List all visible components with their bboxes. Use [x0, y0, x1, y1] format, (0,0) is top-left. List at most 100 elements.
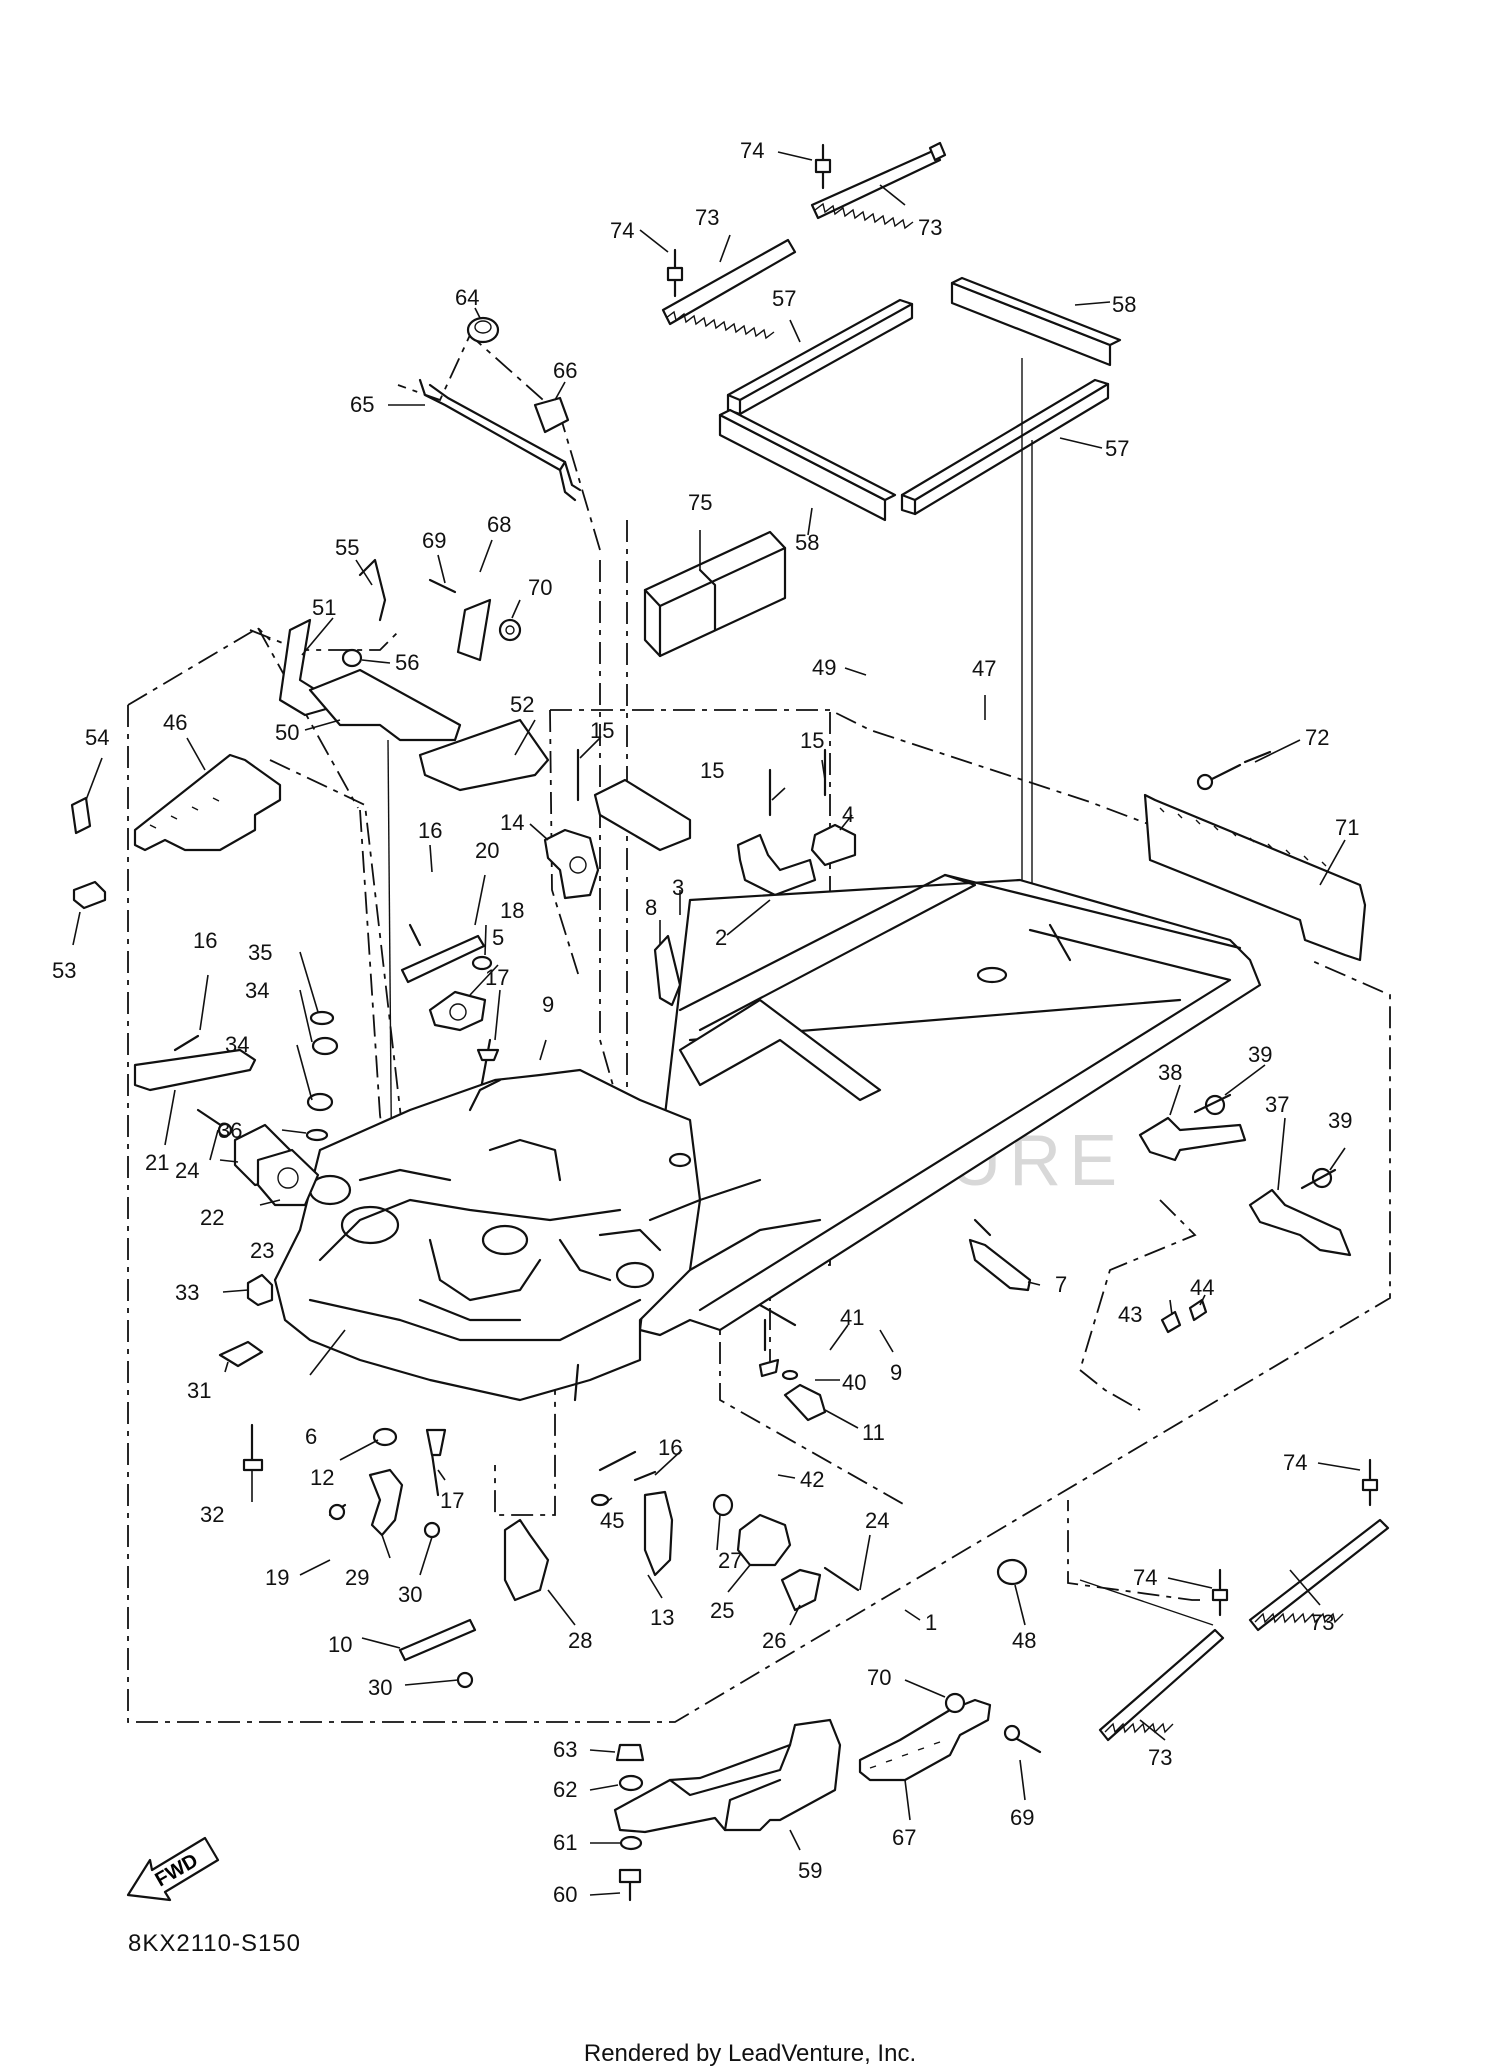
stabilizer-rod: [418, 316, 582, 502]
callout-73: 73: [695, 205, 719, 230]
callout-26: 26: [762, 1628, 786, 1653]
callout-61: 61: [553, 1830, 577, 1855]
callout-70: 70: [867, 1665, 891, 1690]
callout-73: 73: [1310, 1610, 1334, 1635]
callout-40: 40: [842, 1370, 866, 1395]
callout-47: 47: [972, 656, 996, 681]
top-slide-strips: [661, 141, 947, 340]
callout-69: 69: [1010, 1805, 1034, 1830]
right-mounts: [968, 1093, 1352, 1334]
callout-17: 17: [440, 1488, 464, 1513]
callout-69: 69: [422, 528, 446, 553]
callout-64: 64: [455, 285, 479, 310]
bottom-components: [613, 1692, 1042, 1902]
callout-21: 21: [145, 1150, 169, 1175]
lower-fasteners: [328, 1303, 1028, 1689]
callout-2: 2: [715, 925, 727, 950]
callout-1: 1: [925, 1610, 937, 1635]
callout-74: 74: [1133, 1565, 1157, 1590]
callout-28: 28: [568, 1628, 592, 1653]
callout-12: 12: [310, 1465, 334, 1490]
callout-37: 37: [1265, 1092, 1289, 1117]
callout-3: 3: [672, 875, 684, 900]
callout-60: 60: [553, 1882, 577, 1907]
small-brackets: [173, 923, 682, 1107]
callout-48: 48: [1012, 1628, 1036, 1653]
callout-74: 74: [740, 138, 764, 163]
callout-66: 66: [553, 358, 577, 383]
callout-17: 17: [485, 965, 509, 990]
callout-43: 43: [1118, 1302, 1142, 1327]
callout-15: 15: [700, 758, 724, 783]
callout-24: 24: [175, 1158, 199, 1183]
callout-57: 57: [772, 286, 796, 311]
callout-36: 36: [218, 1118, 242, 1143]
callout-55: 55: [335, 535, 359, 560]
callout-33: 33: [175, 1280, 199, 1305]
callout-57: 57: [1105, 436, 1129, 461]
left-small-parts: [196, 1108, 320, 1472]
callout-27: 27: [718, 1548, 742, 1573]
callout-41: 41: [840, 1305, 864, 1330]
callout-72: 72: [1305, 725, 1329, 750]
diagram-code: 8KX2110-S150: [128, 1930, 302, 1957]
callout-50: 50: [275, 720, 299, 745]
leader-lines: [72, 151, 1361, 1896]
callout-75: 75: [688, 490, 712, 515]
callout-labels: 74 73 74 73 64 66 65 57 58 57 58 75 55 6…: [52, 138, 1359, 1907]
callout-24: 24: [865, 1508, 889, 1533]
callout-49: 49: [812, 655, 836, 680]
callout-35: 35: [248, 940, 272, 965]
center-mounts: [543, 748, 857, 900]
callout-70: 70: [528, 575, 552, 600]
fwd-arrow-icon: FWD: [126, 1836, 220, 1902]
callout-68: 68: [487, 512, 511, 537]
left-side-panel: [70, 753, 282, 910]
callout-16: 16: [418, 818, 442, 843]
callout-9: 9: [542, 992, 554, 1017]
callout-56: 56: [395, 650, 419, 675]
callout-30: 30: [368, 1675, 392, 1700]
callout-11: 11: [862, 1420, 885, 1445]
callout-32: 32: [200, 1502, 224, 1527]
foam-block: [643, 530, 787, 658]
callout-65: 65: [350, 392, 374, 417]
callout-58: 58: [795, 530, 819, 555]
callout-30: 30: [398, 1582, 422, 1607]
callout-15: 15: [800, 728, 824, 753]
callout-29: 29: [345, 1565, 369, 1590]
callout-39: 39: [1328, 1108, 1352, 1133]
seal-parts: [133, 1010, 339, 1142]
callout-10: 10: [328, 1632, 352, 1657]
callout-54: 54: [85, 725, 109, 750]
callout-38: 38: [1158, 1060, 1182, 1085]
callout-13: 13: [650, 1605, 674, 1630]
main-frame-body: [273, 873, 1262, 1402]
callout-31: 31: [187, 1378, 211, 1403]
callout-4: 4: [842, 802, 854, 827]
callout-14: 14: [500, 810, 524, 835]
callout-63: 63: [553, 1737, 577, 1762]
callout-6: 6: [305, 1424, 317, 1449]
callout-8: 8: [645, 895, 657, 920]
callout-22: 22: [200, 1205, 224, 1230]
callout-23: 23: [250, 1238, 274, 1263]
callout-16: 16: [193, 928, 217, 953]
callout-42: 42: [800, 1467, 824, 1492]
callout-34: 34: [225, 1032, 249, 1057]
callout-52: 52: [510, 692, 534, 717]
callout-19: 19: [265, 1565, 289, 1590]
callout-15: 15: [590, 718, 614, 743]
callout-20: 20: [475, 838, 499, 863]
callout-46: 46: [163, 710, 187, 735]
callout-71: 71: [1335, 815, 1359, 840]
callout-73: 73: [918, 215, 942, 240]
callout-34: 34: [245, 978, 269, 1003]
callout-39: 39: [1248, 1042, 1272, 1067]
callout-5: 5: [492, 925, 504, 950]
lower-slide-strips: [1079, 1458, 1390, 1742]
callout-45: 45: [600, 1508, 624, 1533]
callout-67: 67: [892, 1825, 916, 1850]
callout-51: 51: [312, 595, 336, 620]
